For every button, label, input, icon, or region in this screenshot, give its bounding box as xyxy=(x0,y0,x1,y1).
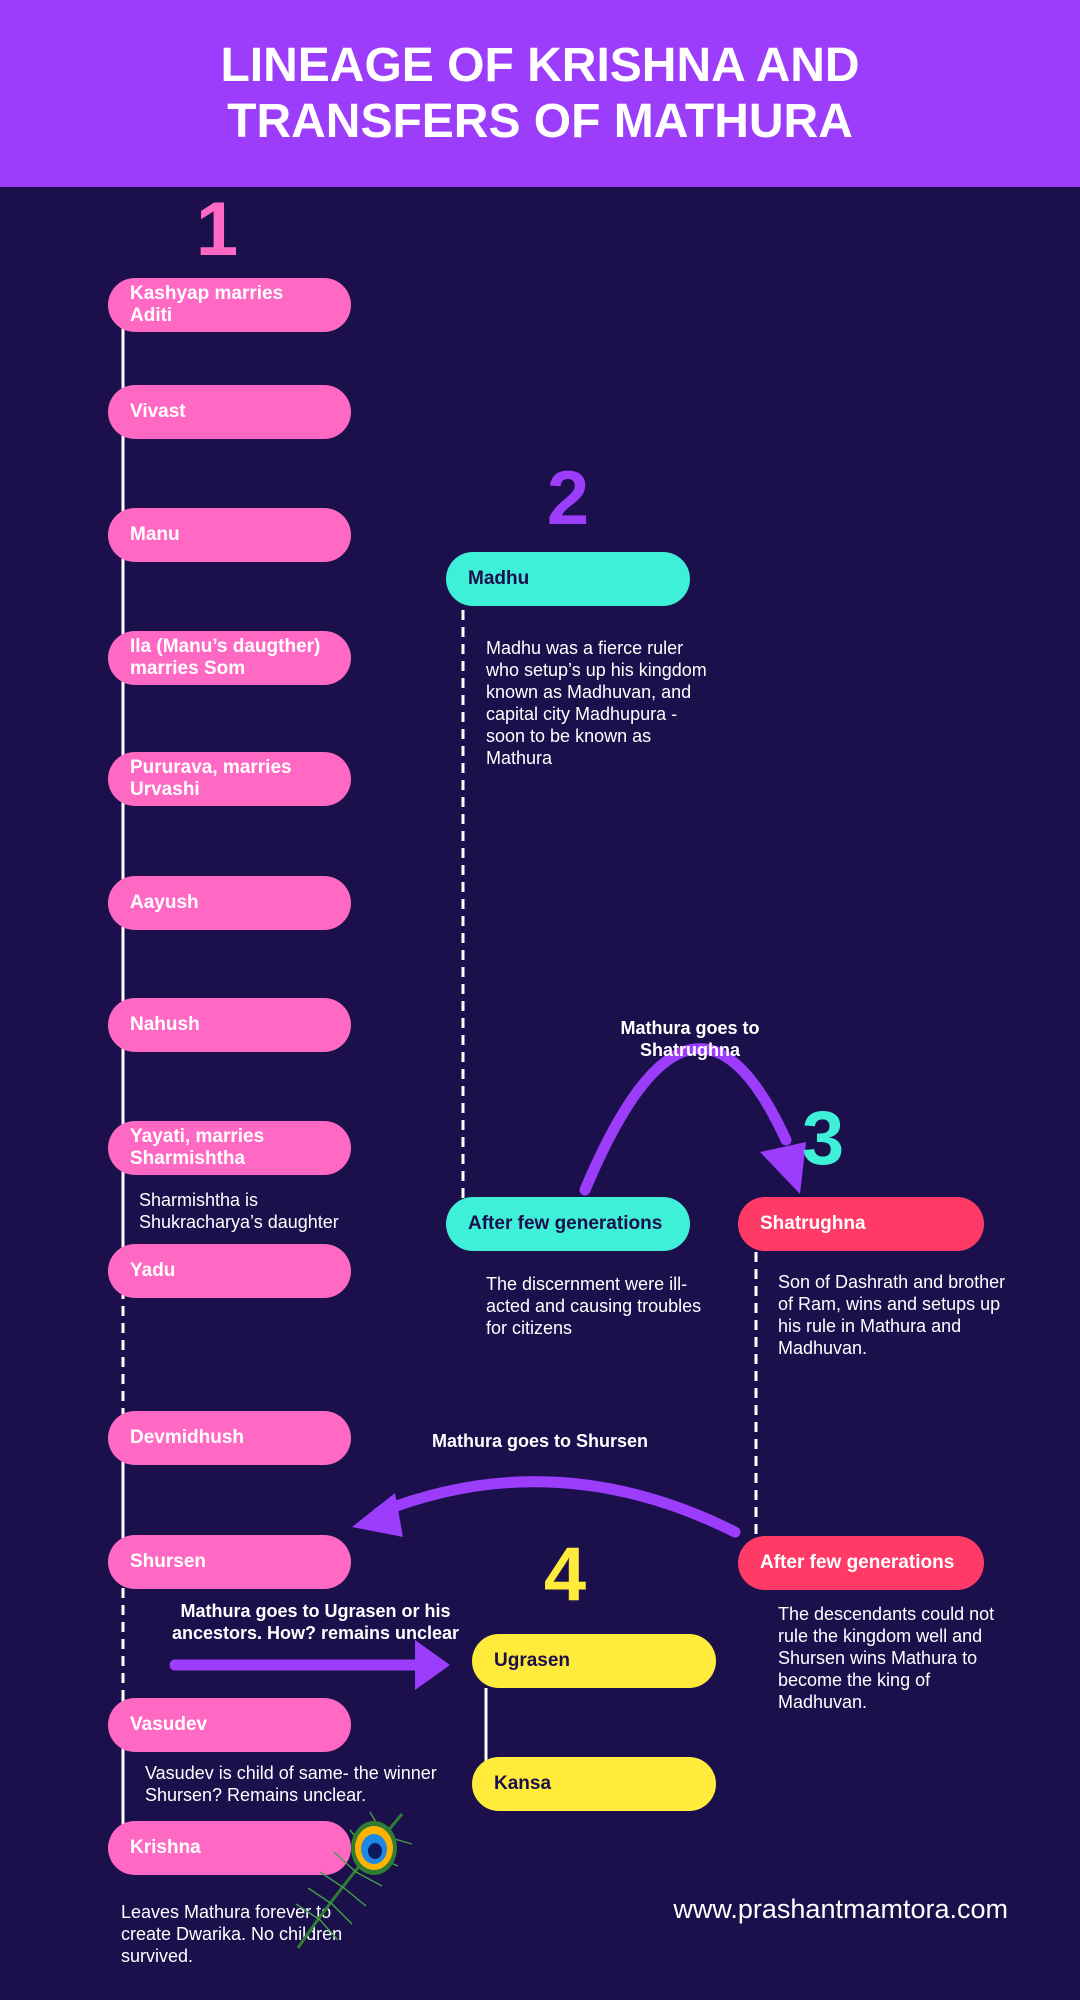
lineage-pururava: Pururava, marries Urvashi xyxy=(108,752,351,806)
caption-to-shatrughna: Mathura goes to Shatrughna xyxy=(620,1018,760,1060)
note-krishna: Leaves Mathura forever to create Dwarika… xyxy=(121,1902,343,1966)
madhu-pill: Madhu xyxy=(446,552,690,606)
caption-to-shursen: Mathura goes to Shursen xyxy=(431,1431,649,1451)
lineage-devmidhush: Devmidhush xyxy=(108,1411,351,1465)
arrow-to-shursen xyxy=(372,1476,741,1538)
arrowhead-to-ugrasen xyxy=(415,1640,450,1690)
lineage-ila: Ila (Manu’s daugther) marries Som xyxy=(108,631,351,685)
madhu-later-pill: After few generations xyxy=(446,1197,690,1251)
lineage-vivast: Vivast xyxy=(108,385,351,439)
arrowhead-to-shatrughna xyxy=(760,1142,806,1194)
header-banner: LINEAGE OF KRISHNA AND TRANSFERS OF MATH… xyxy=(0,0,1080,187)
shatrughna-later-pill: After few generations xyxy=(738,1536,984,1590)
note-madhu-later: The discernment were ill-acted and causi… xyxy=(486,1274,702,1338)
lineage-manu: Manu xyxy=(108,508,351,562)
section-number-1: 1 xyxy=(195,187,239,272)
lineage-vasudev: Vasudev xyxy=(108,1698,351,1752)
lineage-shursen: Shursen xyxy=(108,1535,351,1589)
arrowhead-to-shursen xyxy=(352,1493,403,1537)
note-sharmishtha: Sharmishtha is Shukracharya’s daughter xyxy=(139,1190,339,1232)
lineage-krishna: Krishna xyxy=(108,1821,351,1875)
lineage-yayati: Yayati, marries Sharmishtha xyxy=(108,1121,351,1175)
shatrughna-pill: Shatrughna xyxy=(738,1197,984,1251)
peacock-feather-icon xyxy=(295,1811,413,1949)
note-shatrughna-later: The descendants could not rule the kingd… xyxy=(778,1604,995,1712)
note-vasudev: Vasudev is child of same- the winner Shu… xyxy=(145,1763,437,1805)
website-url[interactable]: www.prashantmamtora.com xyxy=(673,1894,1008,1924)
note-madhu: Madhu was a fierce ruler who setup’s up … xyxy=(486,638,707,768)
lineage-yadu: Yadu xyxy=(108,1244,351,1298)
section-number-4: 4 xyxy=(543,1532,587,1617)
note-shatrughna: Son of Dashrath and brother of Ram, wins… xyxy=(778,1272,1006,1358)
lineage-nahush: Nahush xyxy=(108,998,351,1052)
ugrasen-pill: Ugrasen xyxy=(472,1634,716,1688)
arrow-to-shatrughna xyxy=(579,1043,792,1196)
section-number-2: 2 xyxy=(546,456,590,541)
caption-to-ugrasen: Mathura goes to Ugrasen or his ancestors… xyxy=(171,1601,460,1643)
lineage-kashyap: Kashyap marries Aditi xyxy=(108,278,351,332)
page-title: LINEAGE OF KRISHNA AND TRANSFERS OF MATH… xyxy=(220,38,860,148)
lineage-aayush: Aayush xyxy=(108,876,351,930)
section-number-3: 3 xyxy=(801,1096,845,1181)
kansa-pill: Kansa xyxy=(472,1757,716,1811)
